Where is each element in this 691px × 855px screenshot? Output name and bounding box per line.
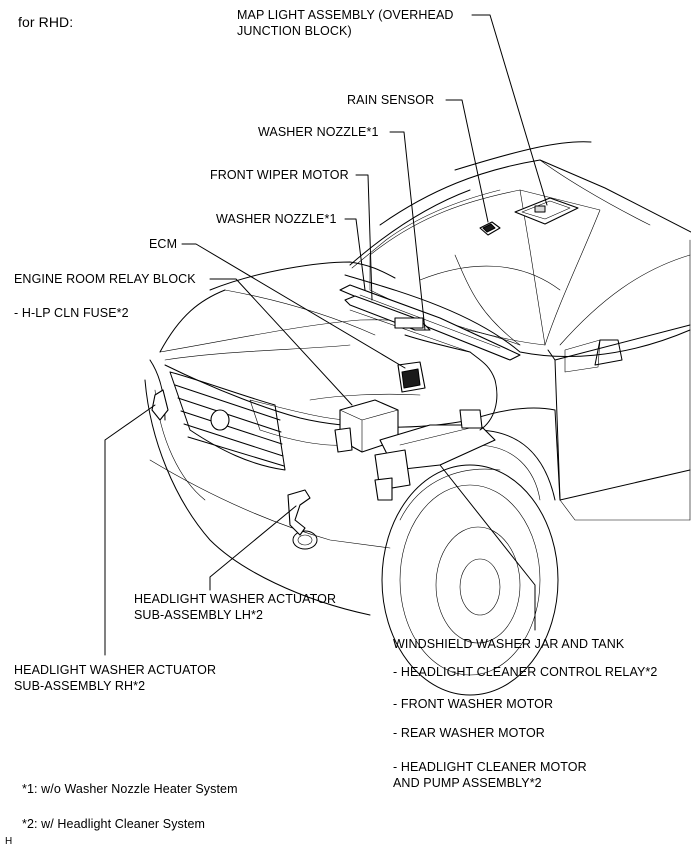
label-engine-room-relay-block: ENGINE ROOM RELAY BLOCK [14, 272, 196, 286]
label-headlight-cleaner-relay: - HEADLIGHT CLEANER CONTROL RELAY*2 [393, 665, 658, 679]
label-rear-washer-motor: - REAR WASHER MOTOR [393, 726, 545, 740]
rain-sensor-part [479, 221, 501, 236]
header-title: for RHD: [18, 14, 74, 30]
label-headlight-washer-lh: HEADLIGHT WASHER ACTUATOR SUB-ASSEMBLY L… [134, 592, 337, 622]
label-hlp-cln-fuse: - H-LP CLN FUSE*2 [14, 306, 129, 320]
headlight-washer-lh-part [287, 489, 311, 536]
label-headlight-cleaner-motor: - HEADLIGHT CLEANER MOTOR AND PUMP ASSEM… [393, 760, 587, 790]
washer-hose [404, 334, 498, 431]
label-front-washer-motor: - FRONT WASHER MOTOR [393, 697, 554, 711]
label-ecm: ECM [149, 237, 178, 251]
map-light-part [514, 197, 579, 225]
footnote-2: *2: w/ Headlight Cleaner System [22, 817, 206, 831]
footnote-1: *1: w/o Washer Nozzle Heater System [22, 782, 238, 796]
headlight-washer-rh-part [151, 389, 169, 421]
label-rain-sensor: RAIN SENSOR [347, 93, 435, 107]
label-map-light-assembly: MAP LIGHT ASSEMBLY (OVERHEAD JUNCTION BL… [237, 8, 454, 38]
wiper-assembly [339, 284, 521, 361]
label-washer-nozzle-upper: WASHER NOZZLE*1 [258, 125, 379, 139]
corner-mark: H [5, 836, 13, 847]
leader-lines [104, 14, 548, 656]
ecm-part [397, 361, 426, 393]
label-headlight-washer-rh: HEADLIGHT WASHER ACTUATOR SUB-ASSEMBLY R… [14, 663, 217, 693]
label-front-wiper-motor: FRONT WIPER MOTOR [210, 168, 349, 182]
washer-tank-part [374, 409, 496, 501]
label-washer-nozzle-lower: WASHER NOZZLE*1 [216, 212, 337, 226]
label-windshield-washer-jar: WINDSHIELD WASHER JAR AND TANK [393, 637, 625, 651]
